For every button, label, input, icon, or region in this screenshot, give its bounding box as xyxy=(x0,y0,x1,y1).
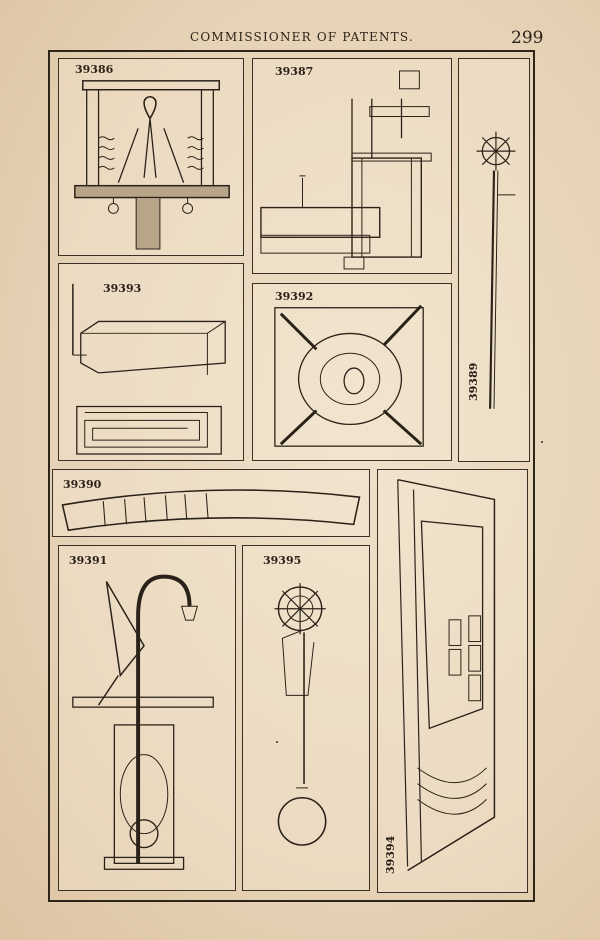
figure-drawing xyxy=(397,478,496,872)
figure-number: 39392 xyxy=(275,290,314,303)
figure-drawing xyxy=(274,583,327,846)
patent-plate-frame xyxy=(48,50,535,902)
ink-speck xyxy=(276,741,278,743)
figure-39392: 39392 xyxy=(252,283,452,461)
figure-drawing xyxy=(72,283,226,455)
figure-39394: 39394 xyxy=(377,469,528,893)
page-number: 299 xyxy=(511,28,544,48)
figure-number: 39390 xyxy=(63,478,102,491)
figure-number: 39391 xyxy=(69,554,108,567)
figure-39386: 39386 xyxy=(58,58,244,256)
figure-39389: 39389 xyxy=(458,58,530,462)
running-head: COMMISSIONER OF PATENTS. xyxy=(190,30,414,44)
figure-39395: 39395 xyxy=(242,545,370,891)
figure-39391: 39391 xyxy=(58,545,236,891)
figure-number: 39395 xyxy=(263,554,302,567)
figure-drawing xyxy=(61,489,361,532)
figure-39390: 39390 xyxy=(52,469,370,537)
figure-drawing xyxy=(476,131,516,409)
figure-drawing xyxy=(72,574,214,870)
figure-drawing xyxy=(274,304,424,447)
figure-number: 39393 xyxy=(103,282,142,295)
ink-speck xyxy=(541,441,543,443)
figure-39387: 39387 xyxy=(252,58,452,274)
figure-drawing xyxy=(74,80,230,250)
figure-number: 39387 xyxy=(275,65,314,78)
figure-39393: 39393 xyxy=(58,263,244,461)
figure-number: 39386 xyxy=(75,63,114,76)
figure-drawing xyxy=(260,70,432,270)
